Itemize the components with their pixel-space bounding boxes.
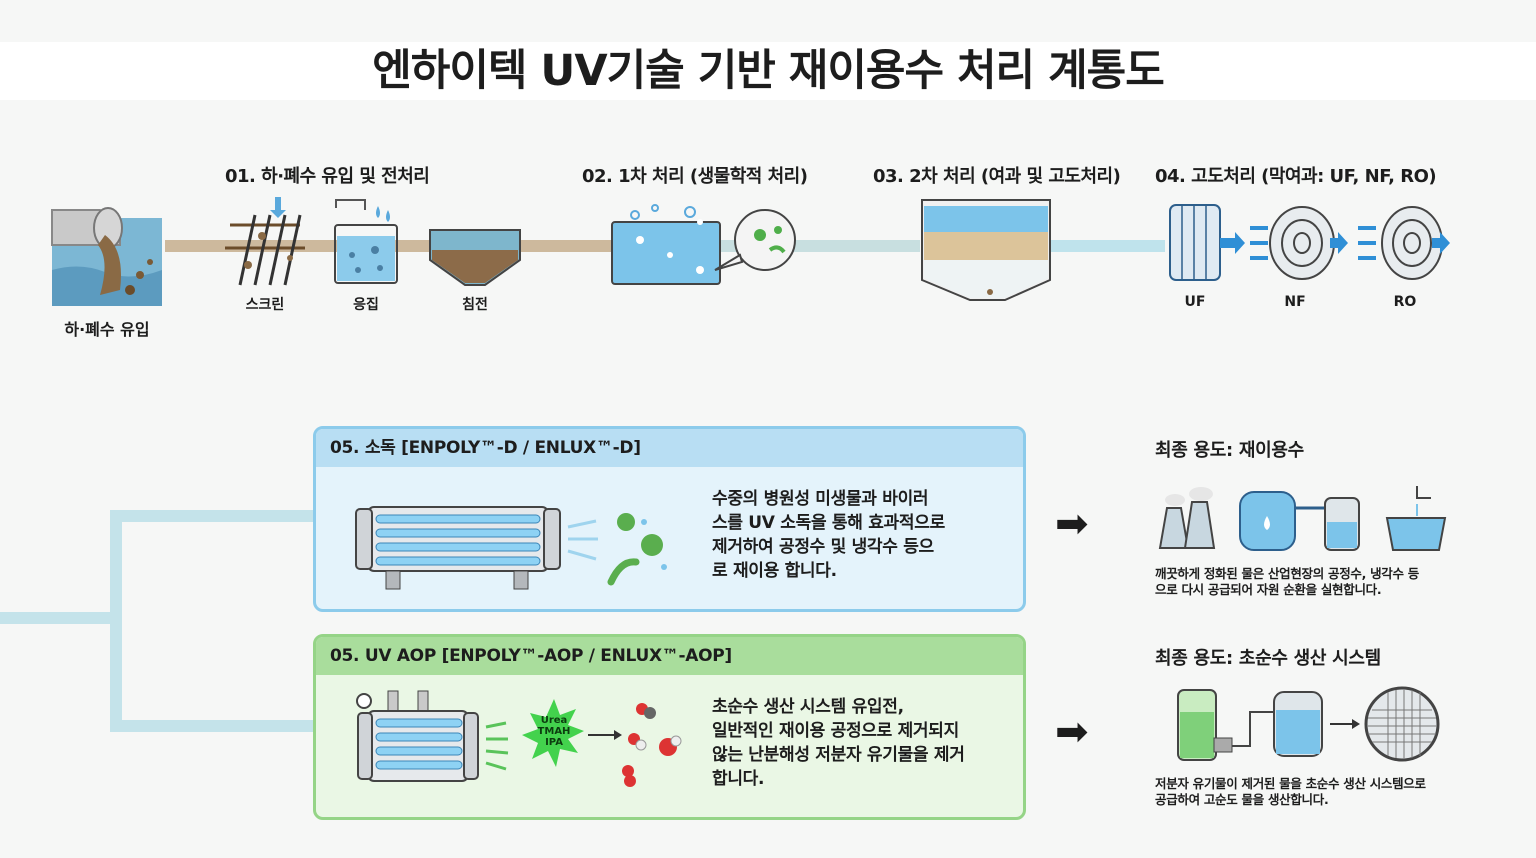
branch-connector [0,510,315,732]
page-title: 엔하이텍 UV기술 기반 재이용수 처리 계통도 [372,46,1165,96]
arrow-to-use1-icon: ➡ [1055,501,1089,547]
uv-aop-reactor-icon [356,690,682,787]
burst-item-tmah: TMAH [537,726,571,737]
aop-panel: 05. UV AOP [ENPOLY™-AOP / ENLUX™-AOP] [313,634,1026,820]
coagulation-tank-icon [334,199,398,284]
inflow-pipe-icon [51,207,162,306]
screen-label: 스크린 [245,297,285,313]
use2-title: 최종 용도: 초순수 생산 시스템 [1155,648,1381,669]
stage-3-title: 03. 2차 처리 (여과 및 고도처리) [873,166,1121,187]
burst-item-urea: Urea [540,715,568,726]
screen-icon [225,197,305,286]
reuse-facilities-icon [1158,486,1447,551]
stage-1-title: 01. 하·폐수 유입 및 전처리 [225,166,430,187]
inflow-label: 하·폐수 유입 [64,320,150,339]
disinfection-title: 05. 소독 [ENPOLY™-D / ENLUX™-D] [316,429,1023,467]
biological-tank-icon [611,204,796,285]
disinfection-description: 수중의 병원성 미생물과 바이러 스를 UV 소독을 통해 효과적으로 제거하여… [712,489,945,581]
burst-item-ipa: IPA [545,737,563,748]
ro-membrane-icon [1358,206,1450,280]
coagulation-label: 응집 [353,297,379,313]
nf-membrane-icon [1250,206,1348,280]
stage-2-title: 02. 1차 처리 (생물학적 처리) [582,166,808,187]
title-bar [0,42,1536,100]
ro-label: RO [1393,294,1417,310]
aop-burst-label: Urea TMAH IPA [524,715,584,748]
filter-tank-icon [921,199,1051,301]
nf-label: NF [1284,294,1306,310]
use1-title: 최종 용도: 재이용수 [1155,440,1304,461]
use1-description: 깨끗하게 정화된 물은 산업현장의 공정수, 냉각수 등 으로 다시 공급되어 … [1155,566,1419,597]
sedimentation-tank-icon [429,229,521,286]
aop-title: 05. UV AOP [ENPOLY™-AOP / ENLUX™-AOP] [316,637,1023,675]
arrow-to-use2-icon: ➡ [1055,709,1089,755]
disinfection-panel: 05. 소독 [ENPOLY™-D / ENLUX™-D] 수중의 병원성 미생… [313,426,1026,612]
use2-description: 저분자 유기물이 제거된 물을 초순수 생산 시스템으로 공급하여 고순도 물을… [1155,776,1426,807]
ultrapure-system-icon [1177,686,1440,762]
uf-label: UF [1184,294,1206,310]
pipe-clean [1050,240,1165,252]
uf-filter-icon [1169,204,1245,281]
uv-disinfection-reactor-icon [355,506,667,590]
stage-4-title: 04. 고도처리 (막여과: UF, NF, RO) [1155,166,1437,187]
aop-description: 초순수 생산 시스템 유입전, 일반적인 재이용 공정으로 제거되지 않는 난분… [712,697,965,789]
sedimentation-label: 침전 [462,297,488,313]
